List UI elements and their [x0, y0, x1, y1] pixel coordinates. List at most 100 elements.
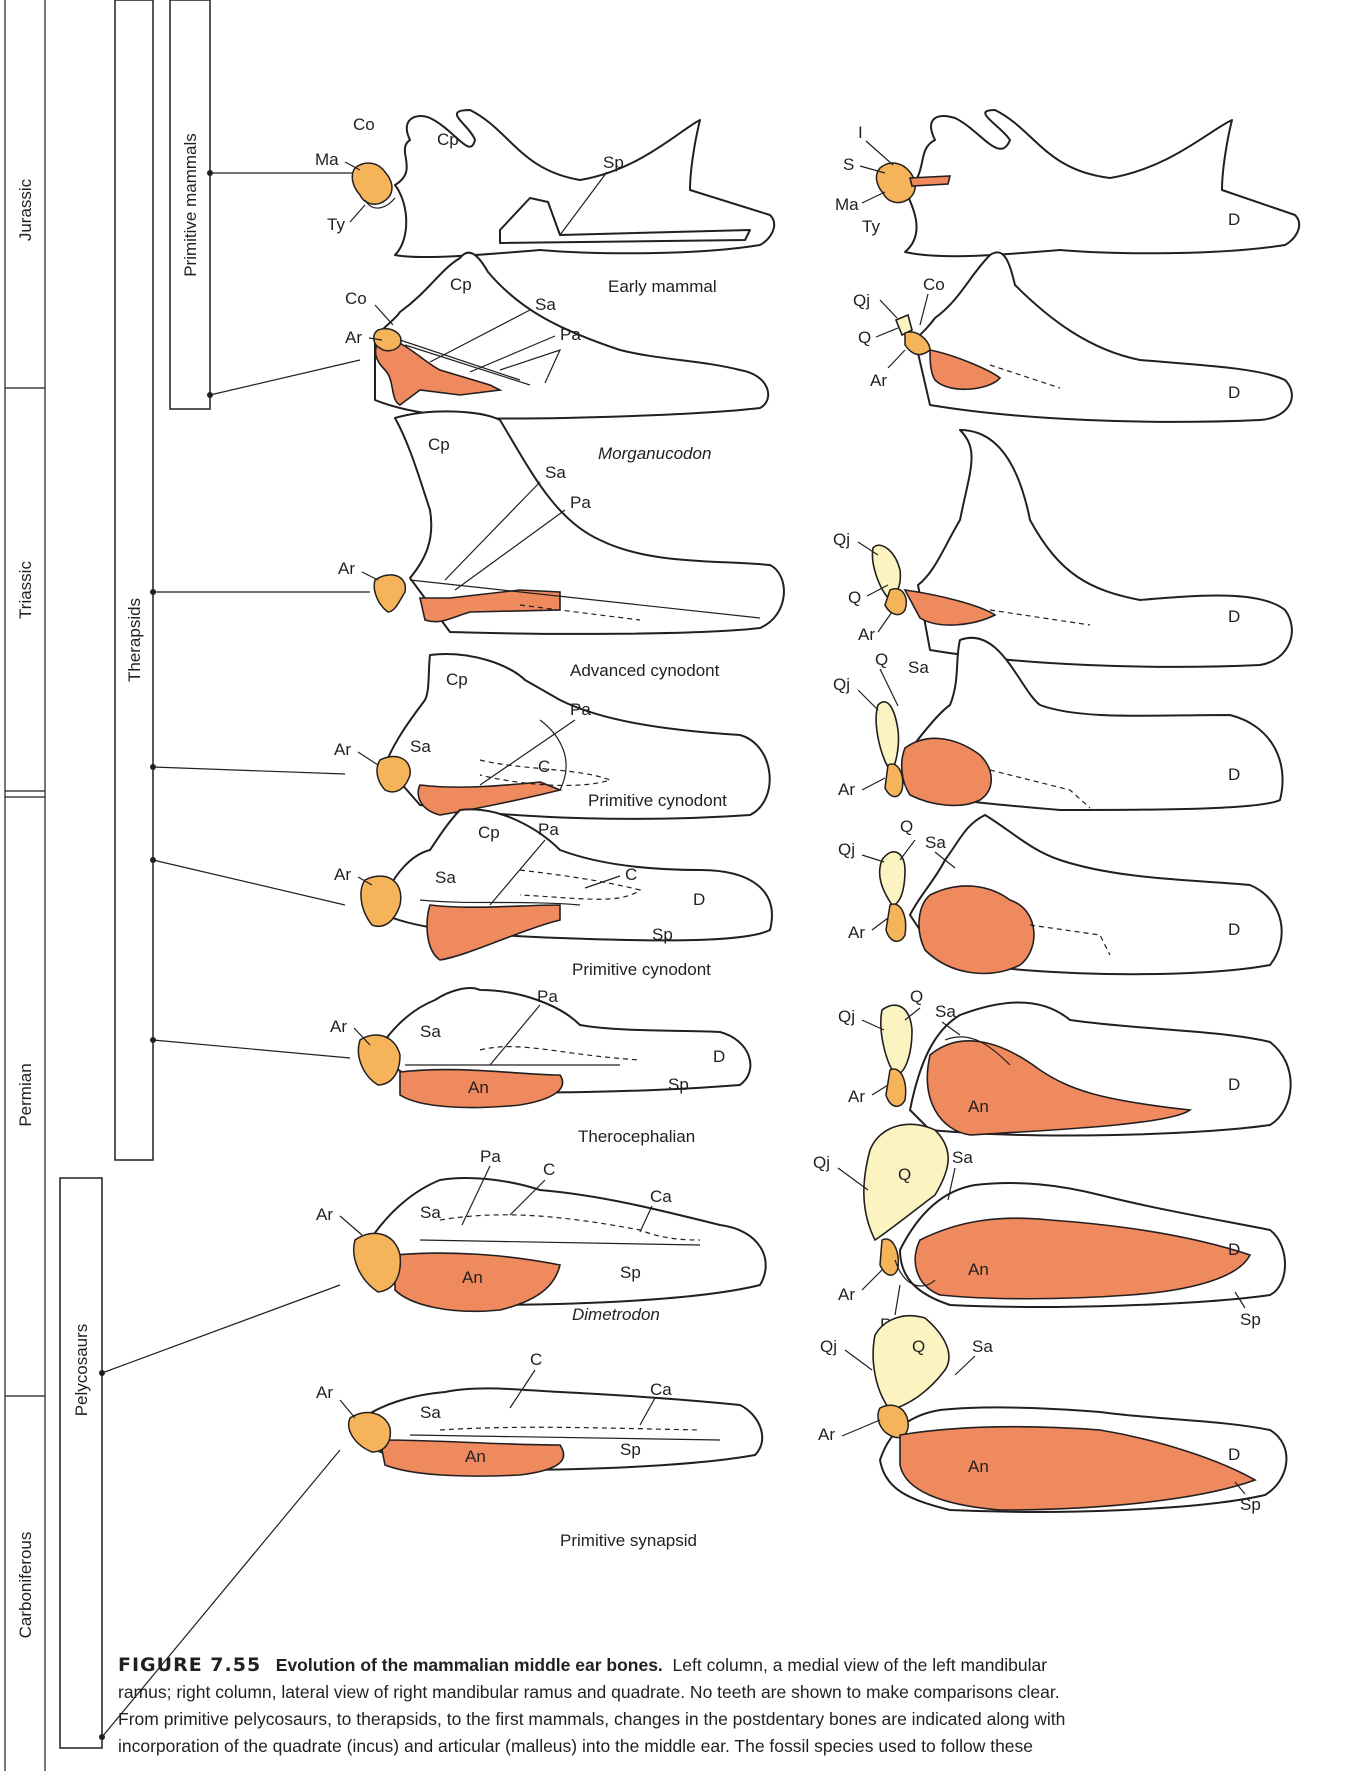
- left-jaw: Cp Pa C Ar Sa D Sp: [334, 809, 772, 960]
- stage-name-early-mammal: Early mammal: [608, 277, 717, 296]
- label-ca: Ca: [650, 1187, 672, 1206]
- label-d: D: [1228, 1240, 1240, 1259]
- label-an-right: An: [968, 1260, 989, 1279]
- left-jaw: C Ar Sa Ca An Sp: [316, 1350, 762, 1476]
- right-jaw: I S Ma Ty D: [835, 110, 1299, 256]
- label-d-left: D: [713, 1047, 725, 1066]
- label-q: Q: [898, 1165, 911, 1184]
- stage-primitive-synapsid: C Ar Sa Ca An Sp Qj Q Sa Ar An D Sp: [316, 1316, 1286, 1550]
- left-jaw: Cp Sa Pa Ar: [338, 411, 784, 633]
- right-jaw: Qj Q Sa Ar An D Pa Sp: [813, 1124, 1285, 1334]
- label-ar-right: Ar: [848, 923, 865, 942]
- label-sa: Sa: [420, 1203, 441, 1222]
- label-ar: Ar: [334, 865, 351, 884]
- label-an-right: An: [968, 1457, 989, 1476]
- label-d: D: [1228, 607, 1240, 626]
- label-ar-right: Ar: [838, 1285, 855, 1304]
- label-q: Q: [912, 1337, 925, 1356]
- right-jaw: Qj Q Sa Ar D: [838, 815, 1282, 974]
- label-ar: Ar: [334, 740, 351, 759]
- label-d: D: [1228, 765, 1240, 784]
- stage-name-primitive-cynodont-1: Primitive cynodont: [588, 791, 727, 810]
- label-ca: Ca: [650, 1380, 672, 1399]
- label-ar: Ar: [330, 1017, 347, 1036]
- label-sa: Sa: [420, 1403, 441, 1422]
- label-sa: Sa: [545, 463, 566, 482]
- label-sp-right: Sp: [1240, 1310, 1261, 1329]
- label-ar: Ar: [345, 328, 362, 347]
- label-ma-right: Ma: [835, 195, 859, 214]
- label-qj: Qj: [813, 1153, 830, 1172]
- label-ar-right: Ar: [858, 625, 875, 644]
- label-c: C: [538, 757, 550, 776]
- caption-line-2: ramus; right column, lateral view of rig…: [118, 1679, 1348, 1706]
- label-sp: Sp: [620, 1440, 641, 1459]
- label-ar-right: Ar: [838, 780, 855, 799]
- label-an: An: [468, 1078, 489, 1097]
- label-ar: Ar: [316, 1383, 333, 1402]
- label-an: An: [465, 1447, 486, 1466]
- label-d: D: [1228, 383, 1240, 402]
- label-ar-right: Ar: [870, 371, 887, 390]
- right-jaw: Qj Co Q Ar D: [853, 252, 1292, 422]
- stage-name-morganucodon: Morganucodon: [598, 444, 711, 463]
- label-an: An: [462, 1268, 483, 1287]
- label-sa: Sa: [535, 295, 556, 314]
- caption-text-1: Left column, a medial view of the left m…: [673, 1655, 1048, 1675]
- period-jurassic: Jurassic: [16, 178, 35, 241]
- stage-name-dimetrodon: Dimetrodon: [572, 1305, 660, 1324]
- group-label-therapsids: Therapsids: [125, 598, 144, 682]
- label-pa: Pa: [570, 700, 591, 719]
- label-sa: Sa: [435, 868, 456, 887]
- right-jaw: Qj Q Sa Ar An D Sp: [818, 1316, 1286, 1514]
- label-sp: Sp: [652, 925, 673, 944]
- stage-name-primitive-cynodont-2: Primitive cynodont: [572, 960, 711, 979]
- label-ar-right: Ar: [848, 1087, 865, 1106]
- caption-line-4: incorporation of the quadrate (incus) an…: [118, 1733, 1348, 1760]
- caption-line-3: From primitive pelycosaurs, to therapsid…: [118, 1706, 1348, 1733]
- label-co: Co: [345, 289, 367, 308]
- label-sa: Sa: [420, 1022, 441, 1041]
- label-ty-right: Ty: [862, 217, 880, 236]
- label-cp: Cp: [437, 130, 459, 149]
- label-qj: Qj: [838, 840, 855, 859]
- right-jaw: Qj Q Ar D: [833, 430, 1292, 667]
- label-co: Co: [353, 115, 375, 134]
- label-sa-right: Sa: [935, 1002, 956, 1021]
- label-pa: Pa: [570, 493, 591, 512]
- group-pelycosaurs: Pelycosaurs: [60, 1178, 102, 1748]
- label-co-right: Co: [923, 275, 945, 294]
- label-ma: Ma: [315, 150, 339, 169]
- stage-therocephalian: Pa Ar Sa D An Sp Qj Q Sa Ar An D Thero: [330, 987, 1291, 1146]
- label-sp-right: Sp: [1240, 1495, 1261, 1514]
- label-sp: Sp: [620, 1263, 641, 1282]
- label-ar: Ar: [316, 1205, 333, 1224]
- period-carboniferous: Carboniferous: [16, 1532, 35, 1639]
- left-jaw: Co Cp Ma Sp Ty: [315, 110, 774, 257]
- stage-name-advanced-cynodont: Advanced cynodont: [570, 661, 720, 680]
- label-ar-right: Ar: [818, 1425, 835, 1444]
- label-cp: Cp: [478, 823, 500, 842]
- label-qj: Qj: [833, 530, 850, 549]
- label-c: C: [530, 1350, 542, 1369]
- label-qj: Qj: [853, 291, 870, 310]
- label-c: C: [543, 1160, 555, 1179]
- label-d: D: [1228, 1445, 1240, 1464]
- label-c: C: [625, 865, 637, 884]
- group-label-primitive-mammals: Primitive mammals: [181, 133, 200, 277]
- label-pa: Pa: [560, 325, 581, 344]
- label-cp: Cp: [428, 435, 450, 454]
- left-jaw: Pa C Ca Sa Ar An Sp: [316, 1147, 766, 1311]
- stage-primitive-cynodont-2: Cp Pa C Ar Sa D Sp Qj Q Sa Ar D: [334, 809, 1282, 979]
- label-s: S: [843, 155, 854, 174]
- period-permian: Permian: [16, 1063, 35, 1126]
- label-q: Q: [875, 650, 888, 669]
- caption-line-1: FIGURE 7.55 Evolution of the mammalian m…: [118, 1652, 1348, 1679]
- label-sp: Sp: [668, 1075, 689, 1094]
- caption-title: Evolution of the mammalian middle ear bo…: [276, 1655, 663, 1675]
- stage-dimetrodon: Pa C Ca Sa Ar An Sp Qj Q Sa Ar An D Pa S…: [316, 1124, 1285, 1334]
- label-q: Q: [848, 588, 861, 607]
- period-triassic: Triassic: [16, 561, 35, 619]
- label-q: Q: [858, 328, 871, 347]
- malleus-right: [876, 163, 915, 203]
